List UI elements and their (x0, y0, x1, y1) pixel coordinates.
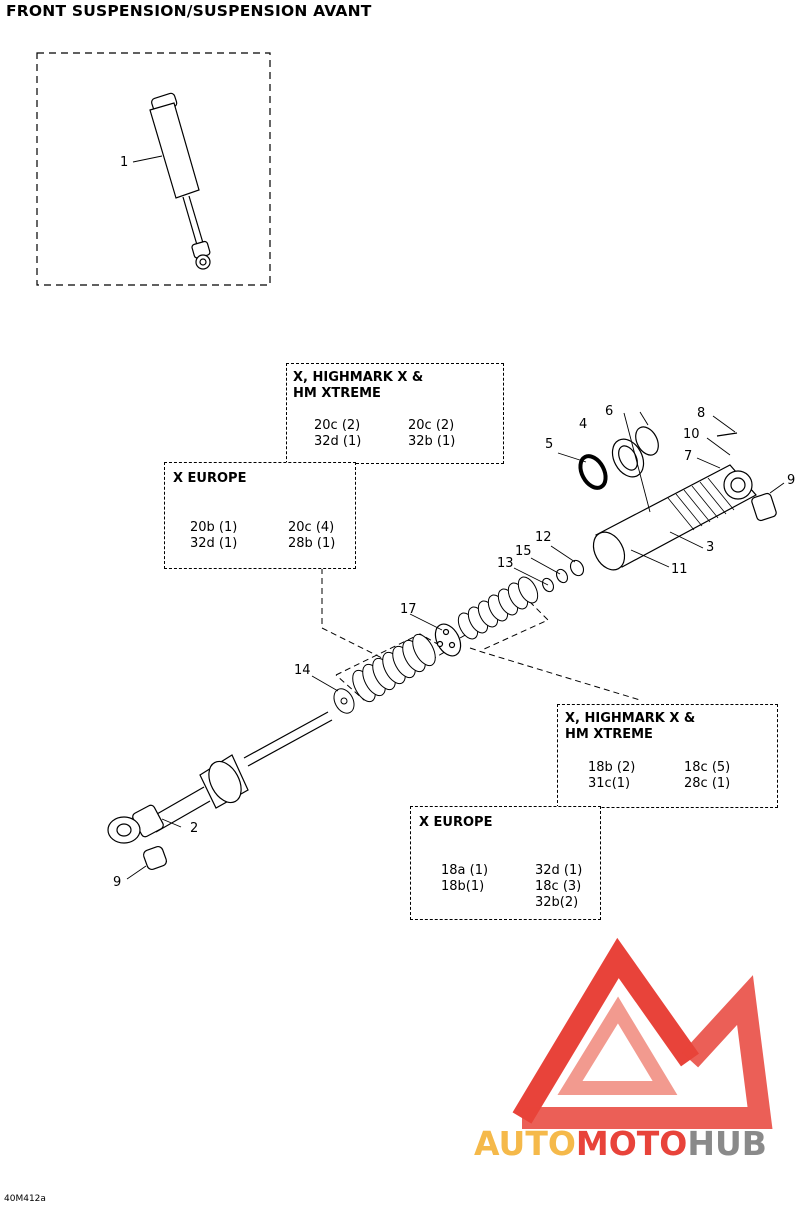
automotohub-logo: AUTOMOTOHUB (474, 1124, 767, 1163)
box-title-line1: X, HIGHMARK X & (565, 711, 696, 726)
box-title-line2: HM XTREME (565, 727, 653, 742)
box-title-line2: HM XTREME (293, 386, 381, 401)
part-ref: 32b (1) (408, 434, 456, 449)
leader-lines (126, 155, 785, 880)
part-ref: 18a (1) (441, 863, 489, 878)
callout-7: 7 (684, 449, 693, 464)
logo-mark (512, 937, 773, 1129)
page-title: FRONT SUSPENSION/SUSPENSION AVANT (6, 2, 372, 20)
part-ref: 28c (1) (684, 776, 731, 791)
part-ref: 32d (1) (190, 536, 238, 551)
shock-body-drawing (578, 426, 777, 571)
logo-text-hub: HUB (687, 1124, 767, 1163)
callout-5: 5 (545, 437, 554, 452)
callout-4: 4 (579, 417, 588, 432)
diagram-code: 40M412a (4, 1194, 46, 1204)
callout-14: 14 (294, 663, 311, 678)
option-box-lower-highmark: X, HIGHMARK X & HM XTREME 18b (2) 31c(1)… (557, 704, 778, 808)
callout-10: 10 (683, 427, 700, 442)
box-title: X EUROPE (419, 815, 493, 830)
box-title-line1: X, HIGHMARK X & (293, 370, 424, 385)
part-ref: 18c (5) (684, 760, 731, 775)
assembly-inset-frame (36, 52, 271, 286)
callout-11: 11 (671, 562, 688, 577)
logo-text-auto: AUTO (474, 1124, 576, 1163)
small-parts-drawing (541, 559, 585, 593)
piston-drawing (434, 623, 462, 657)
callout-1: 1 (120, 155, 129, 170)
part-ref: 28b (1) (288, 536, 336, 551)
callout-9-upper: 9 (787, 473, 796, 488)
logo-text-moto: MOTO (575, 1124, 688, 1163)
upper-shim-stack (457, 576, 539, 640)
part-ref: 31c(1) (588, 776, 631, 791)
lower-shim-stack (333, 633, 436, 714)
callout-13: 13 (497, 556, 514, 571)
assembled-shock-drawing (149, 92, 211, 270)
callout-6: 6 (605, 404, 614, 419)
option-box-lower-europe: X EUROPE 18a (1) 18b(1) 32d (1) 18c (3) … (410, 806, 601, 920)
part-ref: 20c (2) (408, 418, 455, 433)
callout-8: 8 (697, 406, 706, 421)
part-ref: 20c (2) (314, 418, 361, 433)
part-ref: 32d (1) (535, 863, 583, 878)
option-box-upper-europe: X EUROPE 20b (1) 32d (1) 20c (4) 28b (1) (164, 462, 356, 569)
shaft-drawing (107, 711, 333, 871)
part-ref: 32b(2) (535, 895, 579, 910)
callout-12: 12 (535, 530, 552, 545)
callout-17: 17 (400, 602, 417, 617)
callout-2: 2 (190, 821, 199, 836)
part-ref: 18c (3) (535, 879, 582, 894)
callout-3: 3 (706, 540, 715, 555)
callout-15: 15 (515, 544, 532, 559)
option-box-upper-highmark: X, HIGHMARK X & HM XTREME 20c (2) 32d (1… (286, 363, 504, 464)
part-ref: 18b (2) (588, 760, 636, 775)
part-ref: 20c (4) (288, 520, 335, 535)
part-ref: 18b(1) (441, 879, 485, 894)
callout-9-lower: 9 (113, 875, 122, 890)
part-ref: 32d (1) (314, 434, 362, 449)
part-ref: 20b (1) (190, 520, 238, 535)
box-title: X EUROPE (173, 471, 247, 486)
